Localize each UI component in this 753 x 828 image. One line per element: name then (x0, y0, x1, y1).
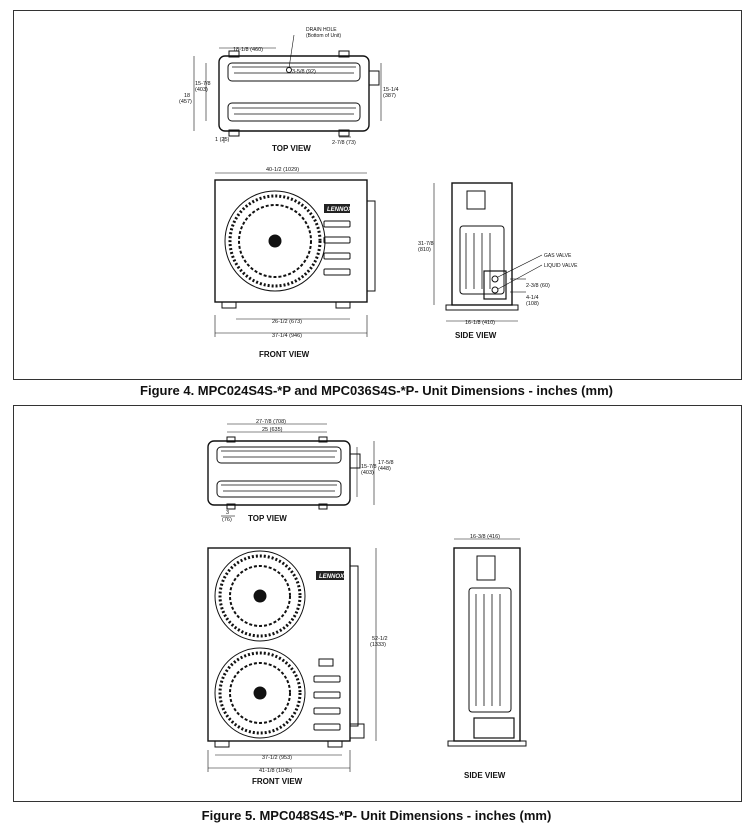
fig4-lennox-logo (324, 204, 350, 213)
fig5-top-view-unit (207, 436, 361, 510)
fig4-side-dim-height: 31-7/8 (418, 241, 434, 247)
fig4-drain-hole-label: DRAIN HOLE (306, 27, 337, 33)
fig4-gas-valve-label: GAS VALVE (544, 253, 572, 259)
fig4-top-view-label: TOP VIEW (272, 144, 311, 153)
fig5-front-dim-feet: 37-1/2 (953) (262, 755, 292, 761)
fig4-top-dim-depth-c-mm: (387) (383, 93, 396, 99)
fig5-side-view-label: SIDE VIEW (464, 771, 506, 780)
fig4-top-dim-depth-a: 15-7/8 (195, 81, 211, 87)
fig5-lennox-logo-text: LENNOX (319, 574, 345, 580)
fig4-drain-hole-note: (Bottom of Unit) (306, 33, 341, 39)
fig4-top-dim-depth-a-mm: (403) (195, 87, 208, 93)
fig5-top-dim-depth-a-mm: (403) (361, 470, 374, 476)
fig4-side-dim-height-mm: (810) (418, 247, 431, 253)
fig4-front-dim-feet: 26-1/2 (673) (272, 319, 302, 325)
fig4-front-dim-base: 37-1/4 (946) (272, 333, 302, 339)
fig5-front-dim-height: 52-1/2 (372, 636, 388, 642)
fig5-top-dim-foot: 3 (226, 510, 229, 516)
fig4-top-dim-depth-c: 15-1/4 (383, 87, 399, 93)
fig5-side-dim-depth: 16-3/8 (416) (470, 534, 500, 540)
fig4-top-dim-foot-b: 2-7/8 (73) (332, 140, 356, 146)
fig4-side-dim-valve-b-mm: (108) (526, 301, 539, 307)
fig5-front-view-label: FRONT VIEW (252, 777, 303, 786)
fig5-front-dim-height-mm: (1333) (370, 642, 386, 648)
fig4-side-dim-valve-b: 4-1/4 (526, 295, 539, 301)
fig4-top-dim-depth-b: 18 (184, 93, 190, 99)
fig4-front-view-unit (214, 179, 376, 309)
fig4-top-dim-drain: 3-5/8 (92) (292, 69, 316, 75)
fig4-liquid-valve-label: LIQUID VALVE (544, 263, 578, 269)
fig4-side-dim-depth: 16-1/8 (410) (465, 320, 495, 326)
fig4-top-dim-depth-b-mm: (457) (179, 99, 192, 105)
fig5-top-dim-depth-b: 17-5/8 (378, 460, 394, 466)
fig5-top-dim-foot-mm: (76) (222, 517, 232, 523)
fig5-top-dim-width-a: 27-7/8 (708) (256, 419, 286, 425)
figure-4-drawing: DRAIN HOLE (Bottom of Unit) 18-1/8 (460)… (179, 27, 578, 359)
fig5-front-view-unit (207, 547, 365, 748)
fig5-top-dim-width-b: 25 (635) (262, 427, 283, 433)
figure-5-panel: 27-7/8 (708) 25 (635) 15-7/8 (403) 17-5/… (13, 405, 742, 802)
fig4-front-dim-width: 40-1/2 (1029) (266, 167, 299, 173)
figure-4-caption: Figure 4. MPC024S4S-*P and MPC036S4S-*P-… (140, 383, 613, 398)
fig5-front-dim-base: 41-1/8 (1045) (259, 768, 292, 774)
fig4-top-dim-width: 18-1/8 (460) (233, 47, 263, 53)
fig4-front-view-label: FRONT VIEW (259, 350, 310, 359)
fig4-side-view-label: SIDE VIEW (455, 331, 497, 340)
fig4-lennox-logo-text: LENNOX (327, 207, 353, 213)
fig5-top-dim-depth-a: 15-7/8 (361, 464, 377, 470)
figure-4-panel: DRAIN HOLE (Bottom of Unit) 18-1/8 (460)… (13, 10, 742, 380)
figure-5-caption: Figure 5. MPC048S4S-*P- Unit Dimensions … (201, 808, 552, 823)
fig4-top-dim-foot-a: 1 (25) (215, 137, 230, 143)
fig4-side-dim-valve-a: 2-3/8 (60) (526, 283, 550, 289)
fig5-top-dim-depth-b-mm: (448) (378, 466, 391, 472)
fig4-side-view-unit (445, 182, 519, 311)
fig5-side-view-unit (447, 547, 527, 747)
fig4-top-view-unit (218, 50, 380, 137)
fig5-top-view-label: TOP VIEW (248, 514, 287, 523)
fig5-lennox-logo (316, 571, 344, 580)
figure-5-drawing: 27-7/8 (708) 25 (635) 15-7/8 (403) 17-5/… (207, 419, 527, 786)
